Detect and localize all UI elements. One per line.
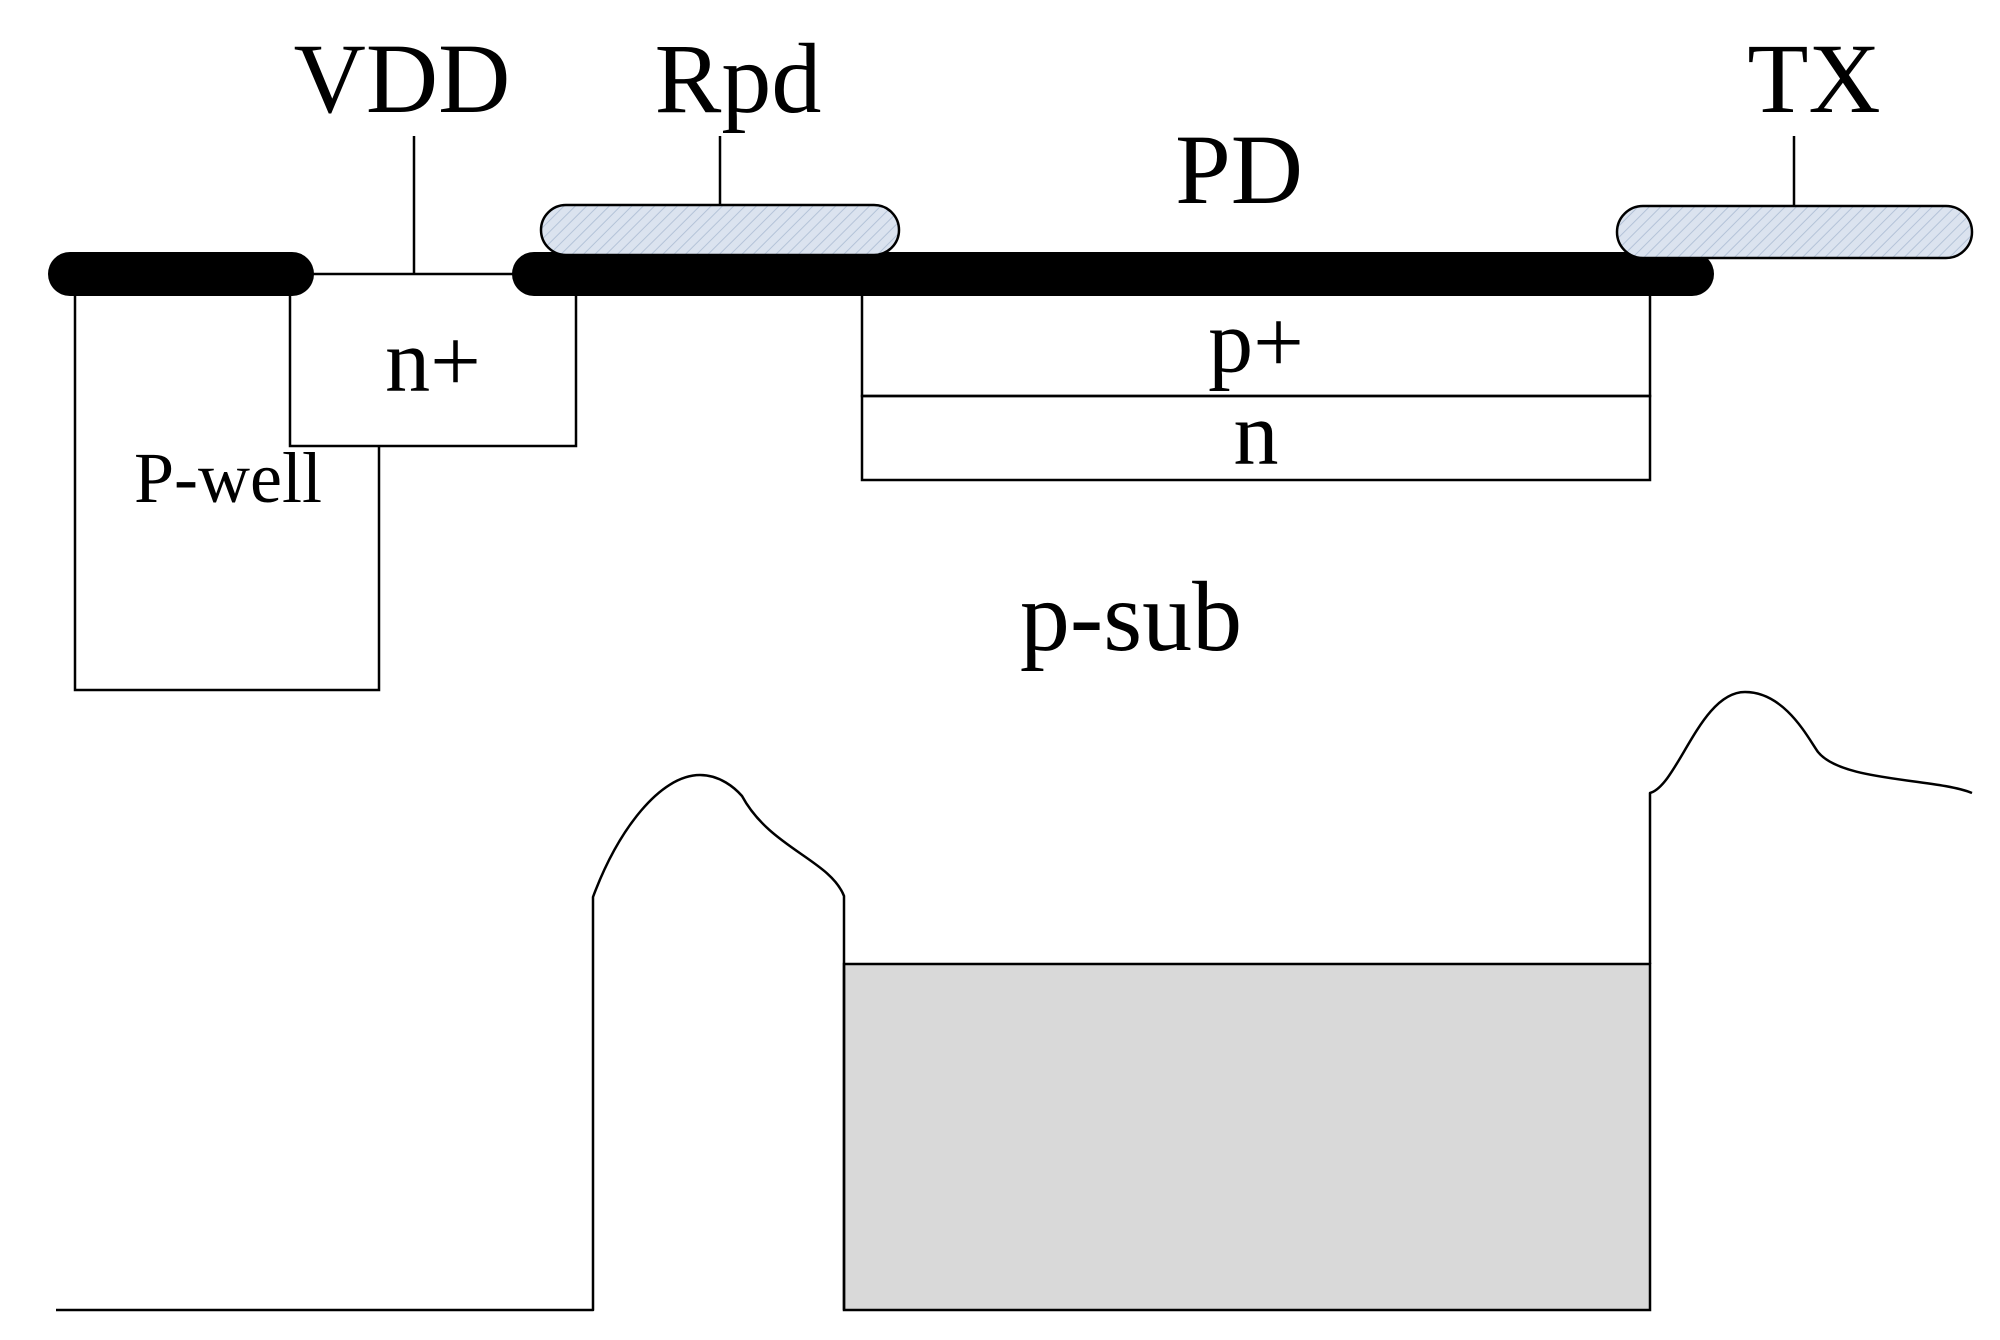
tx-gate [1615, 204, 1974, 260]
n-region [860, 394, 1652, 482]
pd-label: PD [1175, 114, 1303, 225]
rpd-gate [539, 203, 901, 257]
rpd-label: Rpd [655, 23, 822, 134]
vdd-label: VDD [294, 23, 511, 134]
n-plus-label: n+ [385, 312, 481, 411]
p-well-label: P-well [134, 438, 322, 518]
tx-label: TX [1747, 23, 1880, 134]
p-sub-label: p-sub [1020, 561, 1242, 672]
p-plus-label: p+ [1208, 293, 1304, 392]
potential-well-fill [842, 962, 1652, 1312]
potential-profile-curve [56, 690, 1973, 1312]
n-plus-region [288, 272, 578, 448]
n-label: n [1234, 385, 1279, 484]
